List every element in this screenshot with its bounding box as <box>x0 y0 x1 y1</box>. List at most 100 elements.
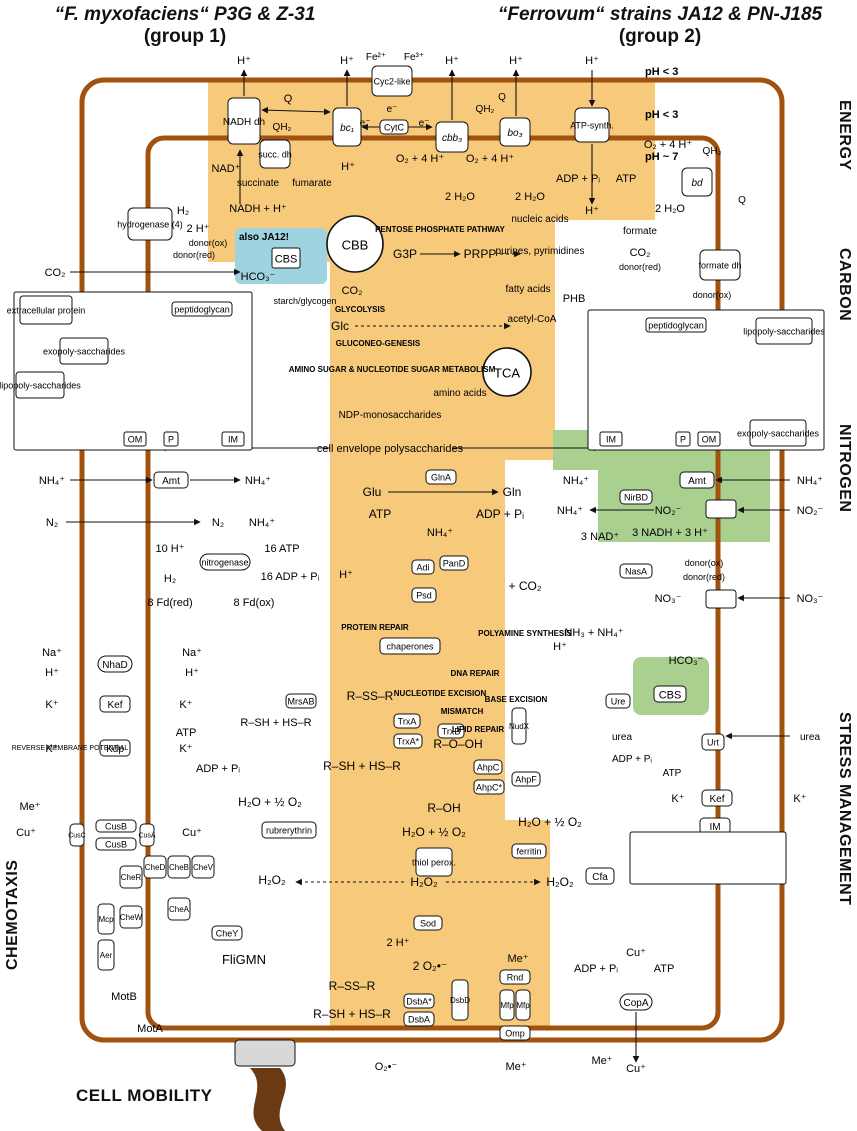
exopoly-right-box <box>749 419 807 447</box>
o2-4h-bd: O₂ + 4 H⁺ <box>644 139 692 151</box>
me-right: Me⁺ <box>591 1055 612 1067</box>
chaperones: chaperones <box>386 642 434 652</box>
kef-right-box <box>701 789 733 807</box>
fd-ox-label: 8 Fd(ox) <box>234 597 275 609</box>
rsh-center: R–SH + HS–R <box>323 759 401 773</box>
fatty-label: fatty acids <box>505 284 550 295</box>
nadh3-label: 3 NADH + 3 H⁺ <box>632 527 708 539</box>
chew-box <box>119 905 143 929</box>
ched: CheD <box>145 863 166 872</box>
h-in-nhad: H⁺ <box>185 667 199 679</box>
mcp-box <box>97 903 115 935</box>
bd-oxidase-box <box>681 167 713 197</box>
section-carbon: CARBON <box>836 248 853 322</box>
flagellum <box>250 1068 286 1131</box>
atp-synthase-box <box>574 107 610 143</box>
cu-copa-out: Cu⁺ <box>626 1063 646 1075</box>
base-excision: BASE EXCISION <box>485 695 548 704</box>
me-rnd-in: Me⁺ <box>507 953 528 965</box>
ched-box <box>143 855 167 879</box>
cbb3-oxidase: cbb₃ <box>442 133 462 144</box>
superox-sod: 2 O₂•⁻ <box>413 959 448 973</box>
k-in-kdp: K⁺ <box>179 743 192 755</box>
nh4-center: NH₄⁺ <box>427 527 453 539</box>
protein-repair: PROTEIN REPAIR <box>341 623 409 632</box>
lipopoly-right: lipopoly-saccharides <box>743 327 825 337</box>
mfp-left-box <box>499 989 515 1021</box>
cbb-cycle: CBB <box>342 238 369 253</box>
succ-dh: succ. dh <box>258 150 292 160</box>
h2o-bo3: 2 H₂O <box>515 191 545 203</box>
nucleotide-excision: NUCLEOTIDE EXCISION <box>394 689 487 698</box>
nasa-box <box>619 563 653 579</box>
kdp-box <box>99 739 131 757</box>
cheb: CheB <box>169 863 189 872</box>
om-right: OM <box>702 435 717 445</box>
mfp-right-box <box>515 989 531 1021</box>
exopoly-right: exopoly-saccharides <box>737 429 820 439</box>
sod: Sod <box>420 919 436 929</box>
nirbd-box <box>619 489 653 505</box>
adp-pi: ADP + Pᵢ <box>556 173 600 185</box>
chaperones-box <box>379 637 441 655</box>
omp-box <box>499 1025 531 1041</box>
cher-box <box>119 865 143 889</box>
chea: CheA <box>169 905 190 914</box>
starch-label: starch/glycogen <box>273 296 336 306</box>
bd-oxidase: bd <box>691 178 703 189</box>
o2rad-bottom: O₂•⁻ <box>375 1061 398 1073</box>
adp16-label: 16 ADP + Pᵢ <box>261 571 320 583</box>
ure: Ure <box>611 697 626 707</box>
co2-outside: CO₂ <box>45 267 66 279</box>
glu-label: Glu <box>363 485 382 499</box>
cusc-box <box>69 823 85 847</box>
ph-outer: pH < 3 <box>645 66 678 78</box>
nad3-label: 3 NAD⁺ <box>581 531 619 543</box>
qh2-bo3: QH₂ <box>476 104 495 115</box>
cbs-blue: CBS <box>275 254 298 266</box>
section-stress: STRESS MANAGEMENT <box>836 712 853 906</box>
h-out-nhad: H⁺ <box>45 667 59 679</box>
section-mobility: CELL MOBILITY <box>76 1086 213 1105</box>
glc-label: Glc <box>331 319 349 333</box>
ph-periplasm: pH < 3 <box>645 109 678 121</box>
ph-cytoplasm: pH ~ 7 <box>645 151 678 163</box>
formate-label: formate <box>623 226 657 237</box>
tca-cycle: TCA <box>494 366 520 381</box>
cusc: CusC <box>68 833 86 840</box>
amt-left: Amt <box>162 476 180 487</box>
h2o-o2-left: H₂O + ½ O₂ <box>238 795 302 809</box>
trxa-star: TrxA* <box>397 737 420 747</box>
q-bo3: Q <box>498 92 506 103</box>
p-left-box <box>163 431 179 447</box>
group1-subtitle: (group 1) <box>143 26 227 47</box>
adp-glna: ADP + Pᵢ <box>476 507 524 521</box>
chey: CheY <box>216 929 239 939</box>
envelope-label: cell envelope polysaccharides <box>317 443 464 455</box>
urt: Urt <box>707 738 719 748</box>
h2o-cbb3: 2 H₂O <box>445 191 475 203</box>
adp-kdp: ADP + Pᵢ <box>196 763 240 775</box>
cusb-bottom: CusB <box>105 840 127 850</box>
amt-right-box <box>679 471 715 489</box>
chey-box <box>211 925 243 941</box>
h2o2-center: H₂O₂ <box>410 875 438 889</box>
thiol-perox-box <box>415 847 453 877</box>
cu-in-left: Cu⁺ <box>182 827 202 839</box>
chew: CheW <box>120 913 143 922</box>
inner-membrane <box>145 135 721 1031</box>
ahpc: AhpC <box>477 763 500 773</box>
h2o2-left: H₂O₂ <box>258 873 286 887</box>
fligmn-label: FliGMN <box>222 952 266 967</box>
co2-decarb: + CO₂ <box>509 579 542 593</box>
h-dna: H⁺ <box>553 641 567 653</box>
p-right-box <box>675 431 691 447</box>
prpp-label: PRPP <box>464 247 497 261</box>
cbs-green-box <box>653 685 687 703</box>
adp-urt: ADP + Pᵢ <box>612 754 652 765</box>
atp16-label: 16 ATP <box>264 543 299 555</box>
q-label: Q <box>284 93 293 105</box>
na-out: Na⁺ <box>42 647 62 659</box>
trxb: TrxB <box>442 727 461 737</box>
